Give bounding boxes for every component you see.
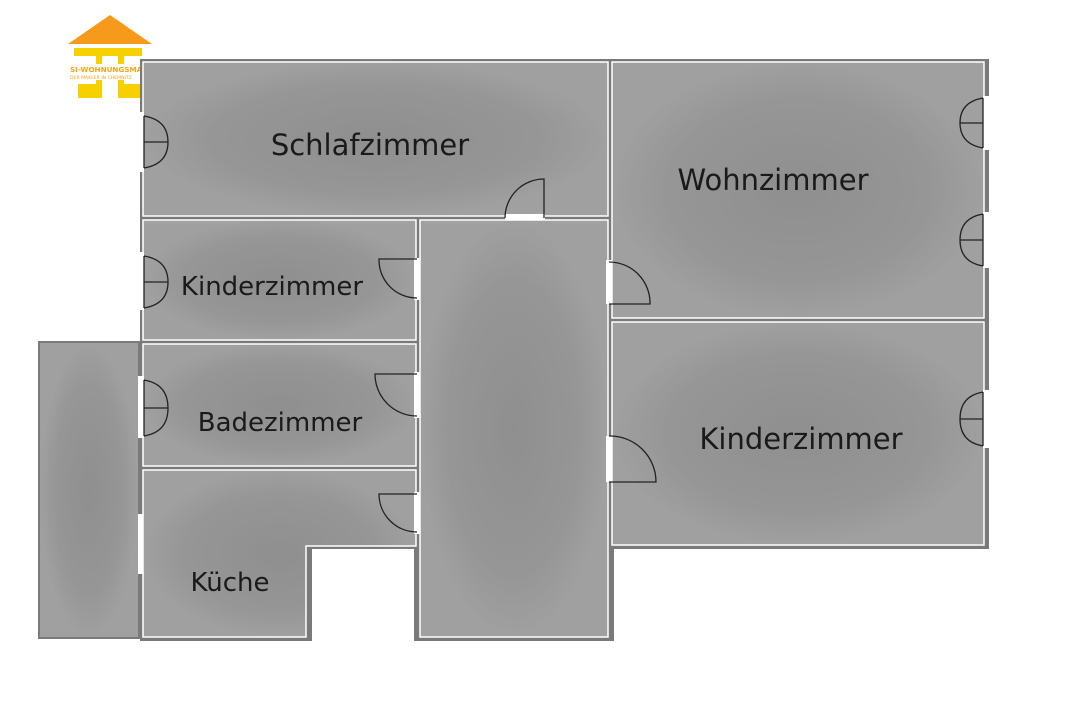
window-wohnzimmer-upper xyxy=(959,96,989,150)
room-hallway xyxy=(419,219,609,638)
room-badezimmer xyxy=(142,343,417,467)
label-schlafzimmer: Schlafzimmer xyxy=(271,128,469,162)
window-kinderzimmer-2 xyxy=(959,390,989,448)
logo-text-band xyxy=(70,64,152,80)
label-kueche: Küche xyxy=(190,568,269,598)
door-kinderzimmer-1 xyxy=(378,258,420,300)
logo-subtitle: DER MAKLER IN CHEMNITZ xyxy=(70,75,132,81)
label-kinderzimmer-1: Kinderzimmer xyxy=(181,272,363,302)
logo-block-right xyxy=(124,84,142,98)
company-logo: SI-WOHNUNGSMARKT DER MAKLER IN CHEMNITZ xyxy=(68,15,158,98)
door-balcony xyxy=(138,514,143,574)
logo-bar-top xyxy=(74,48,142,56)
room-balcony xyxy=(38,341,140,639)
label-kinderzimmer-2: Kinderzimmer xyxy=(699,422,902,456)
room-labels: Schlafzimmer Wohnzimmer Kinderzimmer Bad… xyxy=(181,128,903,598)
room-wohnzimmer xyxy=(611,61,985,319)
window-schlafzimmer xyxy=(138,112,169,172)
window-badezimmer xyxy=(138,376,169,438)
door-wohnzimmer xyxy=(606,260,651,305)
windows xyxy=(138,96,989,574)
logo-block-left xyxy=(78,84,96,98)
room-kueche xyxy=(140,469,992,641)
label-badezimmer: Badezimmer xyxy=(198,408,363,438)
window-kinderzimmer-1 xyxy=(138,252,169,310)
door-kueche xyxy=(378,492,420,534)
house-roof-icon xyxy=(68,15,152,44)
room-kinderzimmer-2 xyxy=(611,321,985,546)
door-badezimmer xyxy=(374,372,420,418)
window-wohnzimmer-lower xyxy=(959,212,989,268)
label-wohnzimmer: Wohnzimmer xyxy=(677,163,868,197)
logo-title: SI-WOHNUNGSMARKT xyxy=(70,65,158,74)
door-kinderzimmer-2 xyxy=(606,435,657,483)
door-schlafzimmer xyxy=(504,178,545,220)
doors xyxy=(374,178,657,534)
